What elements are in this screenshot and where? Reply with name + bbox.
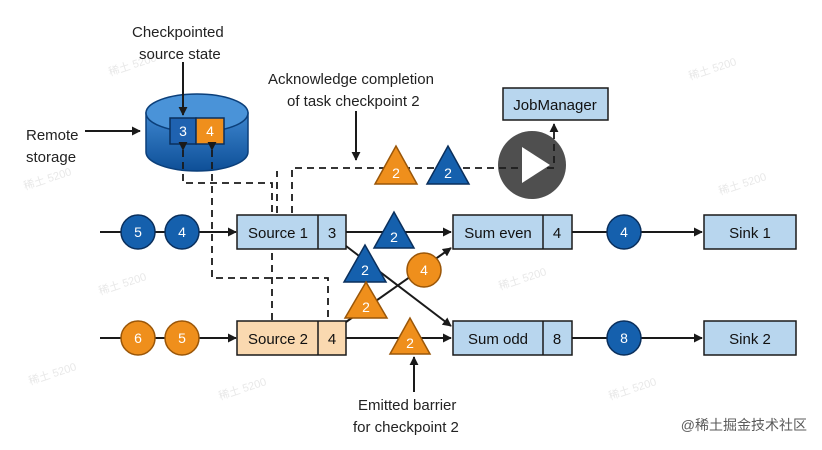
faint-mark: 稀土 5200 [217, 375, 268, 403]
source1-name: Source 1 [248, 225, 308, 242]
record-value: 5 [134, 224, 142, 240]
watermark: @稀土掘金技术社区 [681, 417, 807, 433]
sum-odd-box: Sum odd 8 [452, 320, 573, 356]
record-circle [164, 320, 200, 356]
record-circle [606, 320, 642, 356]
record-circle [606, 214, 642, 250]
barrier-label: 2 [390, 229, 398, 245]
barrier-label: 2 [444, 165, 452, 181]
emitted-label-2: for checkpoint 2 [353, 419, 459, 436]
remote-label: Remote [26, 127, 79, 144]
play-icon [522, 147, 550, 183]
record-circle [120, 320, 156, 356]
barriers: 2 2 2 2 2 2 [342, 144, 471, 355]
source1-value: 3 [328, 225, 336, 242]
ack-label-2: of task checkpoint 2 [287, 93, 420, 110]
records: 5 4 6 5 4 8 4 [120, 214, 642, 356]
sum-even-box: Sum even 4 [452, 214, 573, 250]
checkpointed-label: Checkpointed [132, 24, 224, 41]
storage-cell [195, 117, 225, 145]
record-circle [120, 214, 156, 250]
record-value: 8 [620, 330, 628, 346]
sum-even-name: Sum even [464, 225, 532, 242]
faint-mark: 稀土 5200 [22, 165, 73, 193]
source2-value: 4 [328, 331, 336, 348]
barrier-label: 2 [406, 335, 414, 351]
faint-mark: 稀土 5200 [97, 270, 148, 298]
barrier-triangle [425, 144, 471, 185]
faint-mark: 稀土 5200 [607, 375, 658, 403]
dashed-state-line-2 [207, 141, 329, 322]
ack-label: Acknowledge completion [268, 71, 434, 88]
record-circle [164, 214, 200, 250]
record-value: 6 [134, 330, 142, 346]
faint-mark: 稀土 5200 [497, 265, 548, 293]
checkpointed-label-2: source state [139, 46, 221, 63]
barrier-triangle [388, 316, 432, 355]
barrier-triangle [373, 144, 419, 185]
record-value: 4 [178, 224, 186, 240]
sink1-box [703, 214, 797, 250]
sink1-label: Sink 1 [729, 225, 771, 242]
jobmanager-box [502, 87, 609, 121]
storage-value: 3 [179, 123, 187, 139]
barrier-label: 2 [362, 299, 370, 315]
faint-mark: 稀土 5200 [717, 170, 768, 198]
sum-odd-value: 8 [553, 331, 561, 348]
sum-even-value: 4 [553, 225, 561, 242]
sink2-label: Sink 2 [729, 331, 771, 348]
sum-odd-name: Sum odd [468, 331, 528, 348]
barrier-label: 2 [392, 165, 400, 181]
jobmanager-label: JobManager [513, 97, 596, 114]
source2-name: Source 2 [248, 331, 308, 348]
barrier-triangle [342, 243, 388, 283]
remote-label-2: storage [26, 149, 76, 166]
faint-mark: 稀土 5200 [687, 55, 738, 83]
storage-value: 4 [206, 123, 214, 139]
emitted-label: Emitted barrier [358, 397, 456, 414]
barrier-label: 2 [361, 262, 369, 278]
sink2-box [703, 320, 797, 356]
record-value: 4 [620, 224, 628, 240]
dashed-state-line-1 [178, 141, 273, 322]
barrier-triangle [343, 280, 389, 319]
record-value: 5 [178, 330, 186, 346]
remote-storage: 3 4 [145, 93, 249, 172]
record-value: 4 [420, 262, 428, 278]
faint-mark: 稀土 5200 [27, 360, 78, 388]
source2-box: Source 2 4 [236, 320, 347, 356]
source1-box: Source 1 3 [236, 214, 347, 250]
record-circle [406, 252, 442, 288]
play-button[interactable] [498, 131, 566, 199]
barrier-triangle [372, 210, 416, 249]
